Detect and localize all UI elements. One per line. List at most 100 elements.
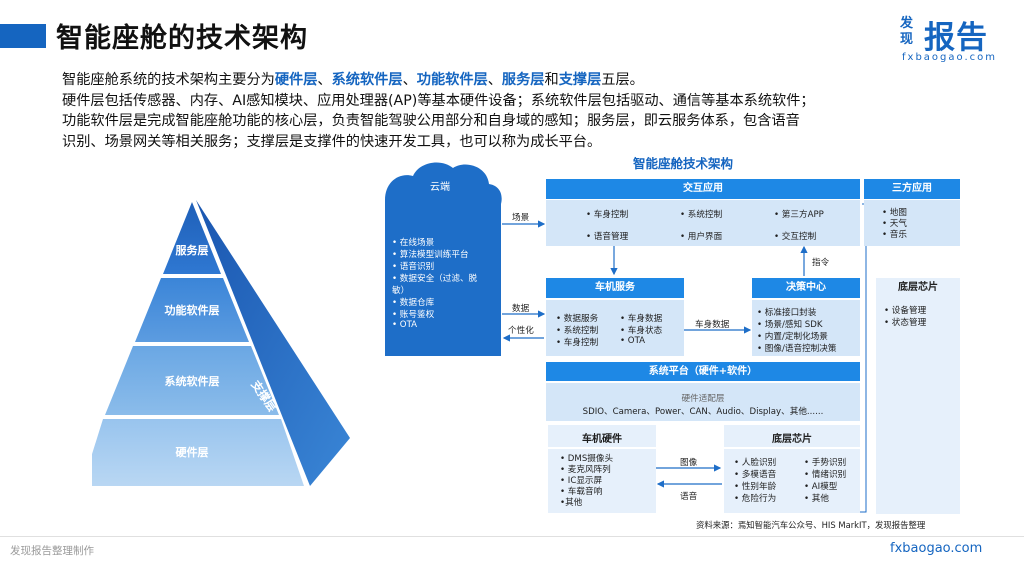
third-party-item-3: • 音乐 <box>882 230 907 240</box>
intro-line-1: 智能座舱系统的技术架构主要分为硬件层、系统软件层、功能软件层、服务层和支撑层五层… <box>62 70 962 91</box>
vehicle-service-header: 车机服务 <box>546 278 684 298</box>
page-title: 智能座舱的技术架构 <box>56 23 308 54</box>
base-chip-bottom-item-3: • 性别年龄 <box>734 482 777 492</box>
base-chip-bottom-header: 底层芯片 <box>772 434 812 445</box>
cloud-item-7: • OTA <box>392 320 418 330</box>
base-chip-bottom-item-8: • 其他 <box>804 494 829 504</box>
source-note: 资料来源：焉知智能汽车公众号、HIS MarkIT，发现报告整理 <box>696 520 926 530</box>
intro-line-2: 硬件层包括传感器、内存、AI感知模块、应用处理器(AP)等基本硬件设备；系统软件… <box>62 92 815 109</box>
vehicle-hw-item-3: • IC显示屏 <box>560 476 603 486</box>
interaction-item-1: • 车身控制 <box>586 210 629 220</box>
intro-sep-2: 、 <box>402 72 417 88</box>
vehicle-hw-item-2: • 麦克风阵列 <box>560 465 611 475</box>
third-party-item-1: • 地图 <box>882 208 907 218</box>
bracket-line <box>860 203 867 513</box>
pyramid-layer-system <box>105 346 279 415</box>
intro-line-1-pre: 智能座舱系统的技术架构主要分为 <box>62 72 275 88</box>
system-platform-panel <box>546 383 860 421</box>
system-platform-sub: 硬件适配层 <box>681 394 725 404</box>
arrow-label-image: 图像 <box>680 458 698 468</box>
interaction-item-5: • 用户界面 <box>680 232 723 242</box>
vehicle-hw-item-4: • 车载音响 <box>560 487 603 497</box>
intro-hardware-layer: 硬件层 <box>274 72 318 88</box>
intro-service-layer: 服务层 <box>501 72 545 88</box>
pyramid-graphic <box>82 200 350 486</box>
footer-right-link[interactable]: fxbaogao.com <box>890 541 983 556</box>
cloud-label: 云端 <box>430 182 450 193</box>
arrow-label-voice: 语音 <box>680 492 698 502</box>
cloud-item-5: • 数据仓库 <box>392 298 435 308</box>
interaction-item-3: • 第三方APP <box>774 210 824 220</box>
third-party-item-2: • 天气 <box>882 219 907 229</box>
base-chip-right-item-1: • 设备管理 <box>884 306 927 316</box>
base-chip-right-header: 底层芯片 <box>898 282 938 293</box>
pyramid-label-service: 服务层 <box>175 244 209 257</box>
system-platform-header: 系统平台（硬件+软件） <box>546 362 860 381</box>
cloud-item-2: • 算法模型训练平台 <box>392 250 469 260</box>
footer-divider <box>0 536 1024 537</box>
arrow-label-personal: 个性化 <box>508 326 534 336</box>
pyramid-side-support <box>196 200 350 486</box>
base-chip-bottom-panel <box>724 449 860 513</box>
vehicle-service-item-3: • 系统控制 <box>556 326 599 336</box>
interaction-item-6: • 交互控制 <box>774 232 817 242</box>
decision-item-4: • 图像/语音控制决策 <box>757 344 837 354</box>
interaction-item-4: • 语音管理 <box>586 232 629 242</box>
base-chip-bottom-item-2: • 多模语音 <box>734 470 777 480</box>
intro-system-software-layer: 系统软件层 <box>331 72 403 88</box>
base-chip-bottom-item-4: • 危险行为 <box>734 494 777 504</box>
arrow-label-command: 指令 <box>812 258 830 268</box>
decision-item-3: • 内置/定制化场景 <box>757 332 828 342</box>
vehicle-service-item-5: • 车身控制 <box>556 338 599 348</box>
base-chip-bottom-item-1: • 人脸识别 <box>734 458 777 468</box>
base-chip-right-item-2: • 状态管理 <box>884 318 927 328</box>
vehicle-hw-item-1: • DMS摄像头 <box>560 454 614 464</box>
arrow-label-scene: 场景 <box>512 213 530 223</box>
system-platform-items: SDIO、Camera、Power、CAN、Audio、Display、其他..… <box>582 407 824 417</box>
third-party-panel <box>864 200 960 246</box>
base-chip-bottom-item-6: • 情绪识别 <box>804 470 847 480</box>
title-accent-bar <box>0 24 46 48</box>
intro-support-layer: 支撑层 <box>558 72 602 88</box>
vehicle-service-item-1: • 数据服务 <box>556 314 599 324</box>
vehicle-service-item-2: • 车身数据 <box>620 314 663 324</box>
cloud-item-4: • 数据安全（过滤、脱 <box>392 274 478 284</box>
logo-small-text: 发现 <box>900 16 914 47</box>
intro-line-1-post: 五层。 <box>601 72 644 88</box>
diagram-title: 智能座舱技术架构 <box>632 156 733 171</box>
base-chip-right-panel <box>876 278 960 514</box>
base-chip-bottom-item-5: • 手势识别 <box>804 458 847 468</box>
cloud-item-1: • 在线场景 <box>392 238 435 248</box>
logo-url: fxbaogao.com <box>902 52 997 63</box>
vehicle-hw-header-bg <box>548 425 656 447</box>
pyramid-label-function: 功能软件层 <box>164 304 220 317</box>
cloud-shape <box>385 162 502 356</box>
vehicle-service-item-6: • OTA <box>620 336 646 346</box>
pyramid-label-system: 系统软件层 <box>164 375 220 388</box>
pyramid-layer-function <box>135 278 249 342</box>
layer-pyramid: 服务层 功能软件层 系统软件层 硬件层 支撑层 <box>82 200 352 490</box>
decision-item-1: • 标准接口封装 <box>757 308 817 318</box>
decision-item-2: • 场景/感知 SDK <box>757 320 823 330</box>
base-chip-bottom-item-7: • AI模型 <box>804 482 838 492</box>
third-party-header: 三方应用 <box>864 179 960 199</box>
arrow-label-data: 数据 <box>512 304 530 314</box>
decision-panel <box>752 300 860 356</box>
logo: 发现 报告 fxbaogao.com <box>900 14 1010 66</box>
base-chip-bottom-header-bg <box>724 425 860 447</box>
interaction-item-2: • 系统控制 <box>680 210 723 220</box>
cloud-item-4b: 敏） <box>392 286 410 296</box>
vehicle-hw-header: 车机硬件 <box>582 434 622 445</box>
pyramid-layer-hardware <box>82 419 304 486</box>
decision-header: 决策中心 <box>752 278 860 298</box>
intro-function-software-layer: 功能软件层 <box>416 72 488 88</box>
intro-and: 和 <box>544 72 559 88</box>
cloud-item-3: • 语音识别 <box>392 262 435 272</box>
logo-main-text: 报告 <box>924 20 988 56</box>
vehicle-service-item-4: • 车身状态 <box>620 326 663 336</box>
vehicle-service-panel <box>546 300 684 356</box>
interaction-header: 交互应用 <box>546 179 860 199</box>
interaction-panel <box>546 200 860 246</box>
pyramid-layer-service <box>163 202 221 274</box>
vehicle-hw-panel <box>548 449 656 513</box>
